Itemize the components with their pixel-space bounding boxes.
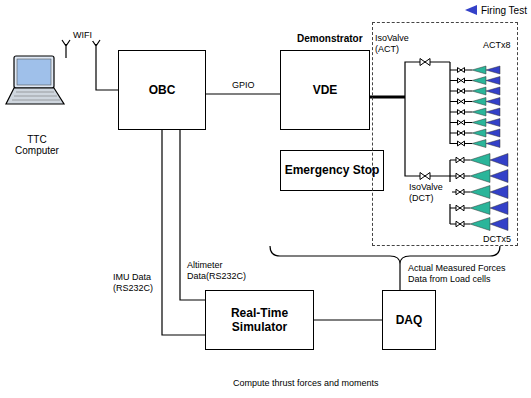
node-label: Demonstrator	[297, 33, 363, 44]
process-box: VDE	[280, 50, 370, 130]
thruster-flame	[490, 186, 508, 199]
legend: Firing Test	[464, 4, 527, 16]
thruster-nozzle	[470, 154, 490, 167]
valve-symbol	[458, 68, 465, 73]
thruster-flame	[486, 119, 500, 127]
thruster-flame	[486, 87, 500, 95]
antenna	[62, 40, 70, 58]
thruster-nozzle	[470, 186, 490, 199]
laptop-icon	[4, 52, 70, 122]
load-cell-line	[399, 264, 400, 290]
thruster-nozzle	[472, 87, 486, 95]
node-label: Emergency Stop	[285, 163, 380, 177]
annotation-label: Compute thrust forces and moments	[232, 378, 380, 389]
firing-test-symbol	[464, 4, 478, 16]
node-label: OBC	[149, 83, 176, 97]
node-label: Real-Time Simulator	[206, 306, 313, 335]
computer-node: TTC Computer	[4, 52, 70, 160]
valve-symbol	[458, 99, 465, 104]
thruster-nozzle	[472, 77, 486, 85]
connector	[162, 130, 205, 335]
process-box: DAQ	[382, 290, 436, 350]
node-label: TTC Computer	[11, 134, 63, 156]
thruster-flame	[486, 140, 500, 148]
thruster-nozzle	[470, 170, 490, 183]
annotation-label: IsoValve (ACT)	[374, 33, 420, 55]
thruster-nozzle	[472, 129, 486, 137]
antenna-wire	[92, 40, 118, 90]
valve-symbol	[456, 221, 464, 227]
dct-manifold	[405, 97, 450, 224]
valve-symbol	[420, 59, 430, 66]
thruster-flame	[486, 98, 500, 106]
valve-symbol	[456, 205, 464, 211]
brace	[270, 246, 500, 264]
valve-symbol	[458, 141, 465, 146]
thruster-flame	[486, 77, 500, 85]
legend-text: Firing Test	[481, 5, 527, 16]
thruster-nozzle	[472, 98, 486, 106]
annotation-label: WIFI	[72, 30, 93, 41]
thruster-nozzle	[472, 140, 486, 148]
thruster-group	[420, 59, 508, 231]
annotation-label: IsoValve (DCT)	[408, 182, 452, 204]
valve-symbol	[456, 173, 464, 179]
thruster-flame	[490, 170, 508, 183]
thruster-nozzle	[470, 202, 490, 215]
node-label: DAQ	[396, 313, 423, 327]
annotation-label: Actual Measured Forces Data from Load ce…	[407, 263, 527, 285]
thruster-flame	[490, 154, 508, 167]
valve-symbol	[458, 110, 465, 115]
thruster-flame	[490, 202, 508, 215]
thruster-nozzle	[470, 218, 490, 231]
valve-symbol	[458, 131, 465, 136]
connector	[314, 319, 382, 320]
valve-symbol	[458, 78, 465, 83]
valve-symbol	[456, 157, 464, 163]
process-box: Emergency Stop	[280, 150, 384, 191]
group-region: Demonstrator	[372, 22, 518, 246]
edge-label: Altimeter Data(RS232C)	[186, 260, 250, 282]
valve-symbol	[456, 189, 464, 195]
annotation-label: DCTx5	[482, 234, 512, 245]
act-manifold	[405, 62, 450, 144]
thruster-nozzle	[472, 66, 486, 74]
valve-symbol	[458, 89, 465, 94]
process-box: OBC	[118, 50, 206, 130]
connector	[206, 93, 280, 94]
thruster-flame	[490, 218, 508, 231]
thruster-flame	[486, 108, 500, 116]
thruster-nozzle	[472, 108, 486, 116]
thruster-nozzle	[472, 119, 486, 127]
valve-symbol	[420, 173, 430, 180]
valve-symbol	[458, 120, 465, 125]
thruster-flame	[486, 129, 500, 137]
bus-line	[372, 96, 405, 99]
node-label: VDE	[313, 83, 338, 97]
edge-label: IMU Data (RS232C)	[112, 272, 158, 294]
thruster-flame	[486, 66, 500, 74]
edge-label: GPIO	[231, 80, 256, 91]
process-box: Real-Time Simulator	[205, 290, 314, 350]
annotation-label: ACTx8	[482, 40, 512, 51]
